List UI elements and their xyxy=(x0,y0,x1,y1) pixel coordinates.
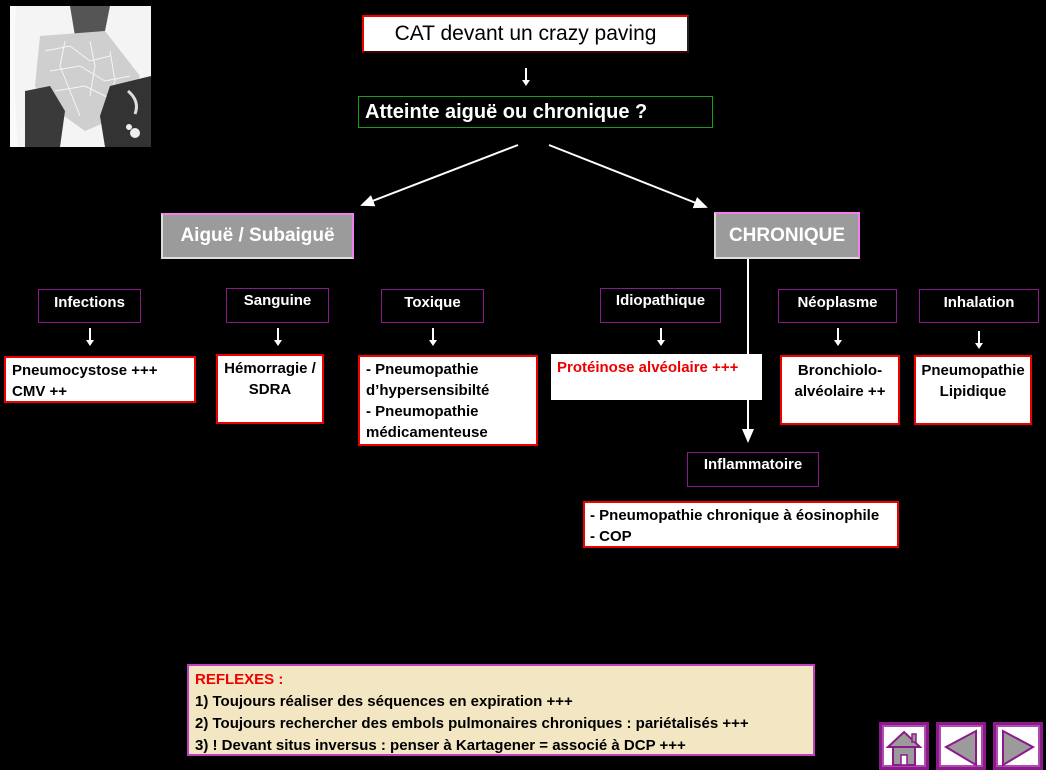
result-line: Bronchiolo- xyxy=(797,362,883,379)
sub-inhalation: Inhalation xyxy=(919,289,1039,323)
sub-sanguine-label: Sanguine xyxy=(243,292,312,309)
result-line: Protéinose alvéolaire +++ xyxy=(557,359,739,376)
result-line: - Pneumopathie xyxy=(366,361,479,378)
result-line: - Pneumopathie xyxy=(366,403,479,420)
previous-button[interactable] xyxy=(936,722,986,770)
sub-infections: Infections xyxy=(38,289,141,323)
question-text: Atteinte aiguë ou chronique ? xyxy=(365,100,648,123)
reflex-item: 3) ! Devant situs inversus : penser à Ka… xyxy=(195,737,686,754)
result-line: Pneumocystose +++ xyxy=(12,362,158,379)
arrow-neoplasme xyxy=(834,328,842,346)
arrow-sanguine xyxy=(274,328,282,346)
result-line: médicamenteuse xyxy=(366,424,488,441)
result-idiopathique: Protéinose alvéolaire +++ xyxy=(551,354,762,400)
next-button[interactable] xyxy=(993,722,1043,770)
arrow-idiopathique xyxy=(657,328,665,346)
arrow-inhalation xyxy=(975,331,983,349)
result-toxique: - Pneumopathie d’hypersensibilté - Pneum… xyxy=(358,355,538,446)
result-sanguine: Hémorragie / SDRA xyxy=(216,354,324,424)
ct-scan-image xyxy=(10,6,151,147)
reflexes-box: REFLEXES : 1) Toujours réaliser des séqu… xyxy=(187,664,815,756)
result-line: - Pneumopathie chronique à éosinophile xyxy=(590,507,880,524)
result-line: Lipidique xyxy=(939,383,1007,400)
result-line: Pneumopathie xyxy=(921,362,1025,379)
result-line: SDRA xyxy=(248,381,292,398)
sub-inhalation-label: Inhalation xyxy=(943,294,1015,311)
result-line: CMV ++ xyxy=(12,383,68,400)
reflex-item: 1) Toujours réaliser des séquences en ex… xyxy=(195,693,573,710)
category-chronique-label: CHRONIQUE xyxy=(728,224,846,246)
arrow-toxique xyxy=(429,328,437,346)
result-line: alvéolaire ++ xyxy=(794,383,886,400)
sub-infections-label: Infections xyxy=(54,294,125,311)
sub-neoplasme-label: Néoplasme xyxy=(797,294,878,311)
home-icon xyxy=(885,730,923,766)
sub-neoplasme: Néoplasme xyxy=(778,289,897,323)
category-aigue: Aiguë / Subaiguë xyxy=(161,213,354,259)
sub-inflammatoire: Inflammatoire xyxy=(687,452,819,487)
sub-sanguine: Sanguine xyxy=(226,288,329,323)
sub-toxique-label: Toxique xyxy=(404,294,461,311)
diagram-title: CAT devant un crazy paving xyxy=(362,15,689,53)
result-inhalation: Pneumopathie Lipidique xyxy=(914,355,1032,425)
arrow-title-to-question xyxy=(522,68,530,86)
home-button[interactable] xyxy=(879,722,929,770)
result-line: Hémorragie / xyxy=(224,360,316,377)
category-chronique: CHRONIQUE xyxy=(714,212,860,259)
result-inflammatoire: - Pneumopathie chronique à éosinophile -… xyxy=(583,501,899,548)
reflexes-heading: REFLEXES : xyxy=(195,671,284,688)
sub-toxique: Toxique xyxy=(381,289,484,323)
reflex-item: 2) Toujours rechercher des embols pulmon… xyxy=(195,715,749,732)
arrow-infections xyxy=(86,328,94,346)
result-neoplasme: Bronchiolo- alvéolaire ++ xyxy=(780,355,900,425)
result-infections: Pneumocystose +++ CMV ++ xyxy=(4,356,196,403)
arrow-to-chronique xyxy=(548,144,708,209)
sub-idiopathique: Idiopathique xyxy=(600,288,721,323)
result-line: d’hypersensibilté xyxy=(366,382,490,399)
category-aigue-label: Aiguë / Subaiguë xyxy=(180,225,335,246)
arrow-to-aigue xyxy=(360,144,519,207)
previous-icon xyxy=(943,729,977,767)
sub-inflammatoire-label: Inflammatoire xyxy=(703,456,803,473)
next-icon xyxy=(1002,729,1036,767)
title-text: CAT devant un crazy paving xyxy=(394,22,657,45)
sub-idiopathique-label: Idiopathique xyxy=(615,292,706,309)
result-line: - COP xyxy=(590,528,632,545)
question-box: Atteinte aiguë ou chronique ? xyxy=(358,96,713,128)
